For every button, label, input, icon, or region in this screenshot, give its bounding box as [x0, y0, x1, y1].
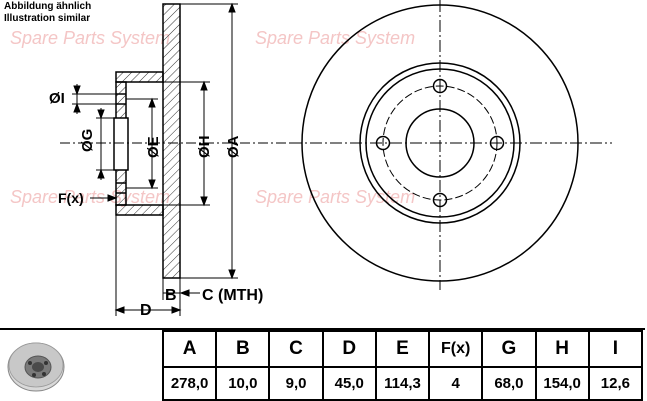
- spec-value-b: 10,0: [215, 366, 271, 401]
- dimension-text: ØI ØG ØE ØH ØA F(x) B C (MTH) D: [49, 90, 263, 319]
- front-centre-bore: [405, 108, 475, 178]
- spec-header-g: G: [481, 330, 537, 368]
- watermark-text-1: Spare Parts System: [10, 28, 170, 48]
- spec-header-row: A B C D E F(x) G H I: [161, 330, 644, 368]
- disc-outer-edge: [301, 4, 579, 282]
- spec-value-e: 114,3: [374, 366, 431, 401]
- centre-bore: [113, 117, 129, 171]
- table-frame: [0, 328, 645, 401]
- watermark-text-2: Spare Parts System: [255, 28, 415, 48]
- spec-value-d: 45,0: [321, 366, 377, 401]
- brake-disc-drawing: Spare Parts System Spare Parts System Sp…: [10, 0, 612, 319]
- watermark: Spare Parts System Spare Parts System Sp…: [10, 28, 415, 207]
- spec-header-e: E: [374, 330, 431, 368]
- front-view: [290, 0, 612, 290]
- dimension-lines: [60, 2, 300, 316]
- spec-header-c: C: [268, 330, 324, 368]
- watermark-text-3: Spare Parts System: [10, 187, 170, 207]
- spec-header-a: A: [161, 330, 218, 368]
- spec-value-a: 278,0: [161, 366, 218, 401]
- spec-value-c: 9,0: [268, 366, 324, 401]
- hat-inner-ring: [365, 68, 515, 218]
- caption-line-2: Illustration similar: [4, 13, 91, 24]
- spec-value-row: 278,0 10,0 9,0 45,0 114,3 4 68,0 154,0 1…: [161, 366, 644, 401]
- label-dim-h: ØH: [196, 136, 213, 159]
- label-dim-c: C (MTH): [202, 287, 263, 304]
- spec-header-h: H: [534, 330, 590, 368]
- hat-bottom-wall: [115, 204, 164, 216]
- bolt-hole-left: [375, 135, 391, 151]
- spec-value-g: 68,0: [481, 366, 537, 401]
- caption-line-1: Abbildung ähnlich: [4, 1, 92, 12]
- label-dim-a: ØA: [225, 135, 242, 158]
- label-dim-f: F(x): [58, 190, 84, 206]
- pitch-circle: [382, 85, 498, 201]
- label-dim-d: D: [140, 302, 152, 319]
- spec-table: A B C D E F(x) G H I 278,0 10,0 9,0 45,0…: [161, 330, 644, 401]
- label-dim-b: B: [165, 287, 177, 304]
- hat-top-wall: [115, 71, 164, 83]
- friction-ring-section: [162, 3, 181, 279]
- side-profile: [113, 3, 181, 279]
- spec-header-f: F(x): [428, 330, 484, 368]
- label-dim-g: ØG: [79, 129, 96, 152]
- bolt-hole-right: [489, 135, 505, 151]
- spec-header-b: B: [215, 330, 271, 368]
- watermark-text-4: Spare Parts System: [255, 187, 415, 207]
- spec-value-f: 4: [428, 366, 484, 401]
- spec-header-d: D: [321, 330, 377, 368]
- bolt-hole-bottom: [432, 192, 448, 208]
- bolt-hole-top: [432, 78, 448, 94]
- spec-header-i: I: [587, 330, 644, 368]
- spec-value-h: 154,0: [534, 366, 590, 401]
- label-dim-i: ØI: [49, 90, 65, 107]
- disc-thumbnail: [7, 342, 65, 392]
- spec-value-i: 12,6: [587, 366, 644, 401]
- label-dim-e: ØE: [145, 136, 162, 158]
- hat-outer-ring: [359, 62, 521, 224]
